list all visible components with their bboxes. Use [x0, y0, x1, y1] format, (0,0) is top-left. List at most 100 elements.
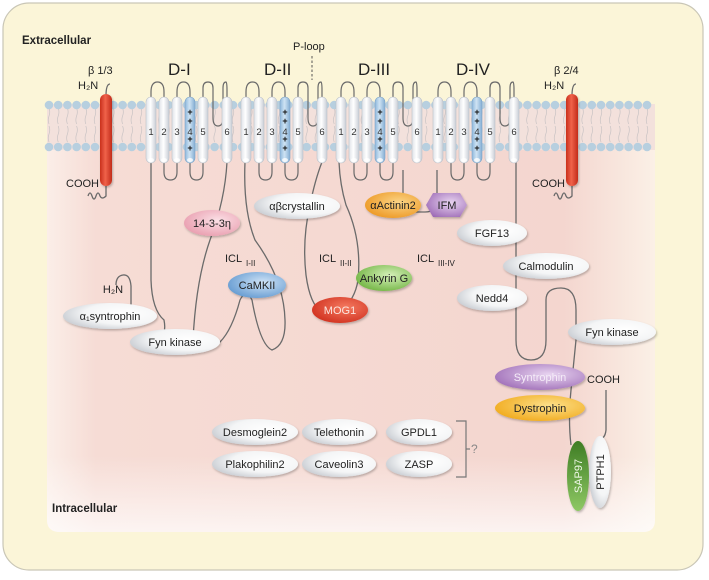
uncertain-interactor[interactable]: Desmoglein2 — [212, 419, 298, 445]
icl-label-1-2: ICL I-II — [225, 253, 255, 268]
svg-text:PTPH1: PTPH1 — [595, 454, 607, 489]
protein-fyn-kinase-left[interactable]: Fyn kinase — [130, 329, 220, 355]
positive-charge-icon: + — [377, 116, 382, 126]
helix-d3-s2[interactable]: 2 — [348, 96, 360, 164]
svg-text:III-IV: III-IV — [438, 259, 456, 268]
segment-number: 5 — [390, 127, 395, 138]
icl-1-2-line — [192, 161, 286, 351]
uncertain-interactor[interactable]: ZASP — [386, 451, 452, 477]
segment-number: 1 — [243, 127, 248, 138]
segment-number: 3 — [364, 127, 369, 138]
segment-number: 2 — [256, 127, 261, 138]
protein-a1-syntrophin[interactable]: α₁syntrophin — [63, 303, 157, 329]
helix-d4-s3[interactable]: 3 — [458, 96, 470, 164]
helix-d2-s5[interactable]: 5 — [292, 96, 304, 164]
helix-d3-s5[interactable]: 5 — [387, 96, 399, 164]
protein-ptph1[interactable]: PTPH1 — [589, 436, 611, 508]
protein-dystrophin[interactable]: Dystrophin — [495, 395, 585, 421]
beta13-cterm-line — [87, 185, 107, 200]
beta13-nterm: H₂N — [78, 80, 98, 92]
helix-d4-s5[interactable]: 5 — [484, 96, 496, 164]
domain-label-d3: D-III — [358, 60, 390, 79]
protein-calmodulin[interactable]: Calmodulin — [503, 253, 589, 279]
svg-text:ICL: ICL — [417, 253, 434, 265]
helix-d4-s6[interactable]: 6 — [508, 96, 520, 164]
helix-d2-s1[interactable]: 1 — [240, 96, 252, 164]
uncertain-interactor[interactable]: Telethonin — [302, 419, 376, 445]
helix-d2-s2[interactable]: 2 — [253, 96, 265, 164]
helix-d1-s4[interactable]: ++++4 — [184, 96, 196, 164]
beta24-cterm-line — [553, 185, 573, 200]
protein-mog1[interactable]: MOG1 — [312, 297, 368, 323]
segment-number: 6 — [414, 127, 419, 138]
c-terminus-line — [515, 162, 577, 446]
helix-d3-s3[interactable]: 3 — [361, 96, 373, 164]
helix-d2-s6[interactable]: 6 — [316, 96, 328, 164]
uncertain-interactor-label: ZASP — [405, 459, 434, 471]
uncertain-interactor-label: GPDL1 — [401, 427, 437, 439]
segment-number: 4 — [377, 127, 382, 138]
svg-text:Nedd4: Nedd4 — [476, 293, 508, 305]
protein-fyn-kinase-right[interactable]: Fyn kinase — [568, 319, 656, 345]
helix-d1-s3[interactable]: 3 — [171, 96, 183, 164]
segment-number: 6 — [511, 127, 516, 138]
helix-d1-s6[interactable]: 6 — [221, 96, 233, 164]
uncertain-interactor-label: Desmoglein2 — [223, 427, 287, 439]
segment-number: 5 — [200, 127, 205, 138]
helix-d3-s4[interactable]: ++++4 — [374, 96, 386, 164]
helix-d1-s1[interactable]: 1 — [145, 96, 157, 164]
svg-text:CaMKII: CaMKII — [239, 280, 276, 292]
uncertain-interactor[interactable]: Plakophilin2 — [212, 451, 298, 477]
domain-label-d1: D-I — [168, 60, 191, 79]
svg-text:αβcrystallin: αβcrystallin — [269, 201, 324, 213]
segment-number: 6 — [224, 127, 229, 138]
positive-charge-icon: + — [282, 116, 287, 126]
uncertain-interactor[interactable]: Caveolin3 — [302, 451, 376, 477]
protein-14-3-3[interactable]: 14-3-3η — [184, 210, 240, 236]
segment-number: 3 — [174, 127, 179, 138]
domain-label-d2: D-II — [264, 60, 291, 79]
icl-label-3-4: ICL III-IV — [417, 253, 456, 268]
segment-number: 3 — [269, 127, 274, 138]
segment-number: 3 — [461, 127, 466, 138]
protein-ab-crystallin[interactable]: αβcrystallin — [254, 193, 340, 219]
protein-actinin2[interactable]: αActinin2 — [365, 192, 421, 218]
protein-ifm[interactable]: IFM — [426, 193, 467, 217]
uncertain-interactor[interactable]: GPDL1 — [386, 419, 452, 445]
svg-text:Calmodulin: Calmodulin — [518, 261, 573, 273]
protein-syntrophin[interactable]: Syntrophin — [495, 364, 585, 390]
protein-camkii[interactable]: CaMKII — [228, 272, 286, 298]
svg-text:14-3-3η: 14-3-3η — [193, 218, 231, 230]
beta-subunit-24[interactable] — [566, 94, 578, 186]
segment-number: 4 — [187, 127, 192, 138]
svg-text:ICL: ICL — [225, 253, 242, 265]
helix-d1-s5[interactable]: 5 — [197, 96, 209, 164]
protein-ankyrin-g[interactable]: Ankyrin G — [356, 265, 412, 291]
segment-number: 1 — [148, 127, 153, 138]
segment-number: 2 — [351, 127, 356, 138]
helix-d2-s4[interactable]: ++++4 — [279, 96, 291, 164]
a1syntrophin-nterm-label: H₂N — [103, 284, 123, 296]
helix-d4-s2[interactable]: 2 — [445, 96, 457, 164]
svg-text:α₁syntrophin: α₁syntrophin — [80, 311, 141, 323]
protein-fgf13[interactable]: FGF13 — [457, 220, 527, 246]
helix-d2-s3[interactable]: 3 — [266, 96, 278, 164]
domain-label-d4: D-IV — [456, 60, 491, 79]
svg-text:Fyn kinase: Fyn kinase — [148, 337, 201, 349]
segment-number: 6 — [319, 127, 324, 138]
helix-d3-s6[interactable]: 6 — [411, 96, 423, 164]
protein-sap97[interactable]: SAP97 — [567, 441, 589, 511]
helix-d4-s4[interactable]: ++++4 — [471, 96, 483, 164]
beta24-nterm: H₂N — [544, 80, 564, 92]
positive-charge-icon: + — [474, 134, 479, 144]
beta-subunit-13[interactable] — [100, 94, 112, 186]
helix-d4-s1[interactable]: 1 — [432, 96, 444, 164]
segment-number: 5 — [487, 127, 492, 138]
helix-d3-s1[interactable]: 1 — [335, 96, 347, 164]
protein-nedd4[interactable]: Nedd4 — [457, 285, 527, 311]
segment-number: 1 — [338, 127, 343, 138]
p-loop-label: P-loop — [293, 41, 325, 53]
extracellular-label: Extracellular — [22, 35, 92, 47]
helix-d1-s2[interactable]: 2 — [158, 96, 170, 164]
